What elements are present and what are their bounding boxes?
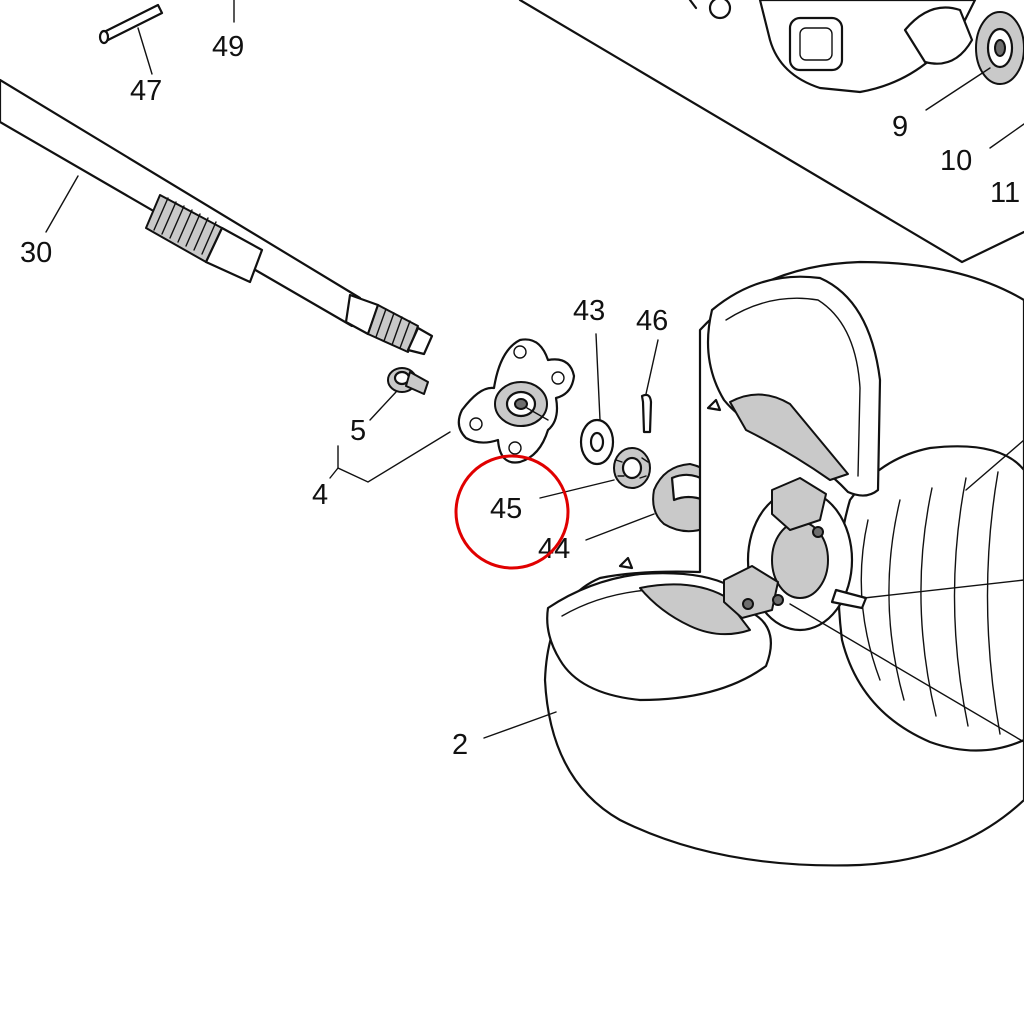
callout-45: 45 [490,493,522,525]
castle-nut-part-45 [613,447,651,489]
callout-4: 4 [312,479,328,511]
callout-49: 49 [212,31,244,63]
callout-11: 11 [990,177,1020,209]
wheel-tire-part-2 [543,260,1024,867]
leader-lines [45,0,1024,743]
callout-2: 2 [452,729,468,761]
leader-2 [483,711,557,739]
leader-30 [45,175,79,233]
leader-right-2 [863,579,1024,599]
frame-lines [518,0,1024,264]
leader-45 [539,479,615,499]
pin-part-47 [98,3,164,45]
leader-43 [595,333,601,421]
leader-right-3 [789,603,1024,743]
washer-part-43 [579,418,615,466]
callout-30: 30 [20,237,52,269]
gearbox-assembly [708,0,977,94]
hub-part-4 [457,338,576,464]
bolt-part-5 [387,367,429,395]
leader-5 [369,391,397,421]
cotter-pin-part-46 [640,393,653,434]
highlight-circle [454,454,570,570]
callout-10: 10 [940,145,972,177]
leader-4b [329,467,339,479]
axle-shaft-part-30 [0,78,434,356]
callout-46: 46 [636,305,668,337]
leader-44 [585,513,655,541]
callout-labels: 47 49 30 5 4 43 46 45 44 9 10 11 2 [20,31,1020,761]
callout-9: 9 [892,111,908,143]
leader-46 [645,339,659,395]
leader-4 [337,431,451,483]
leader-right-1 [965,439,1024,491]
leader-9 [925,67,991,111]
leader-10 [989,123,1024,149]
callout-43: 43 [573,295,605,327]
callout-5: 5 [350,415,366,447]
bearing-part-9 [975,11,1024,85]
callout-47: 47 [130,75,162,107]
leader-47 [137,27,153,75]
